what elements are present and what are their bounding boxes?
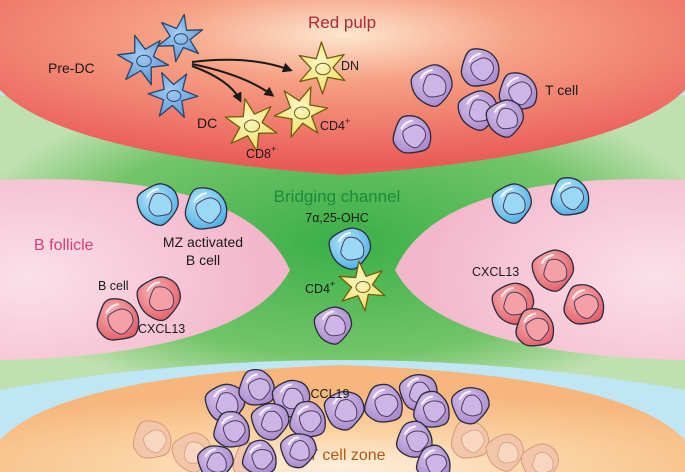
b-cell-blue	[136, 183, 179, 226]
t-cell	[460, 48, 500, 87]
dendritic-cell	[298, 41, 346, 95]
b-cell-blue	[184, 187, 228, 230]
arrow-to-cd4	[191, 63, 275, 97]
b-follicle-label: B follicle	[34, 237, 94, 254]
pre-dc-cell	[116, 34, 170, 86]
t-cell	[485, 99, 524, 138]
dendritic-cell	[224, 98, 278, 152]
oxysterol-label: 7α,25-OHC	[305, 211, 369, 225]
b-cell-red	[531, 249, 575, 292]
cd8-label: CD8+	[246, 144, 276, 161]
b-cell-red	[136, 276, 181, 322]
t-cell-group-bridging	[313, 306, 353, 345]
t-cell	[415, 444, 451, 472]
cd4-red-label: CD4+	[320, 116, 350, 133]
t-cell	[213, 410, 250, 448]
b-cell-blue	[328, 227, 372, 270]
t-cell	[279, 433, 317, 469]
dc-bridging-group	[338, 260, 386, 312]
cxcl13-left-label: CXCL13	[138, 322, 185, 336]
red-pulp-label: Red pulp	[308, 13, 376, 32]
b-cell-red	[96, 298, 140, 341]
b-cell-blue	[491, 183, 532, 224]
t-zone-faded-cell	[132, 420, 172, 459]
t-cell-label: T cell	[545, 82, 578, 98]
follicle-b-cell-group	[96, 249, 605, 347]
t-cell	[241, 439, 277, 472]
t-cell	[313, 306, 353, 345]
dendritic-cell	[273, 86, 329, 138]
t-cell	[395, 420, 433, 458]
dendritic-cell	[338, 260, 386, 312]
t-cell-group-red-pulp	[392, 48, 538, 154]
b-cell-red	[563, 284, 605, 325]
t-cell	[289, 400, 326, 438]
t-cell	[323, 391, 365, 431]
t-zone-cell-group	[197, 368, 490, 472]
b-cell-red	[515, 308, 555, 347]
t-cell	[450, 387, 490, 425]
t-cell	[250, 402, 290, 441]
mz-b-cell-group	[136, 177, 590, 270]
mz-activated-label-line1: MZ activated	[163, 234, 243, 250]
dc-label: DC	[197, 115, 217, 131]
t-cell	[197, 445, 234, 472]
pre-dc-cell	[147, 72, 199, 118]
t-cell	[238, 368, 276, 406]
t-cell	[364, 383, 403, 423]
t-cell-zone-label: T cell zone	[308, 447, 385, 464]
b-cell-label: B cell	[98, 279, 129, 293]
t-zone-faded-cell	[485, 433, 524, 472]
dn-label: DN	[341, 59, 359, 73]
pre-dc-cell-group	[116, 13, 204, 118]
t-cell	[412, 390, 450, 428]
cd4-bridge-label: CD4+	[305, 279, 335, 296]
pre-dc-cell	[156, 13, 204, 63]
b-cell-blue	[550, 177, 590, 216]
cxcl13-right-label: CXCL13	[472, 265, 519, 279]
t-cell	[410, 64, 453, 108]
mz-activated-label-line2: B cell	[186, 252, 220, 268]
t-zone-faded-cell	[450, 420, 490, 459]
arrow-to-dn	[191, 58, 293, 73]
arrow-to-dc	[191, 65, 242, 103]
pre-dc-label: Pre-DC	[48, 60, 95, 76]
bridging-channel-label: Bridging channel	[274, 187, 401, 206]
ccl19-label: CCL19	[311, 387, 350, 401]
t-cell	[392, 115, 432, 154]
dendritic-cell-group	[224, 41, 346, 152]
